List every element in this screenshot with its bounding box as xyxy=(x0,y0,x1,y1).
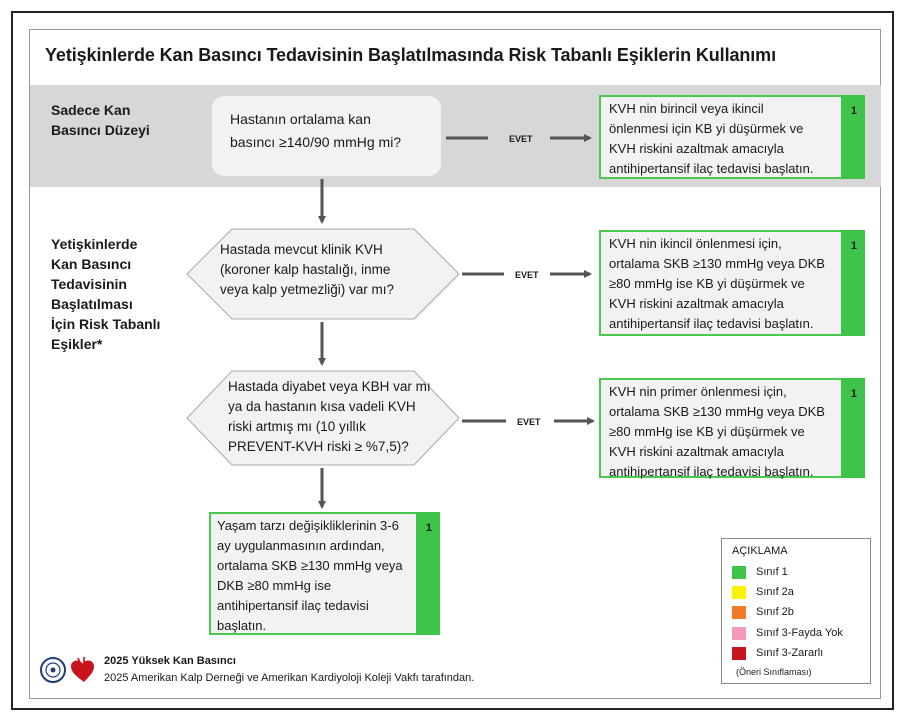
legend-footnote: (Öneri Sınıflaması) xyxy=(736,667,812,677)
legend-swatch xyxy=(732,627,746,640)
class-badge: 1 xyxy=(850,240,857,252)
recommendation-box-4: Yaşam tarzı değişikliklerinin 3-6 ay uyg… xyxy=(209,512,440,635)
hexagon-shape xyxy=(186,370,460,466)
yes-label-3: EVET xyxy=(517,417,541,427)
organization-logos xyxy=(40,657,94,683)
footer-credit: 2025 Amerikan Kalp Derneği ve Amerikan K… xyxy=(104,672,475,684)
yes-label-2: EVET xyxy=(515,270,539,280)
footer-title: 2025 Yüksek Kan Basıncı xyxy=(104,655,236,667)
decision-diabetes-ckd-risk: Hastada diyabet veya KBH var mı ya da ha… xyxy=(186,370,460,466)
class-badge: 1 xyxy=(425,522,432,534)
class-badge: 1 xyxy=(850,388,857,400)
legend-swatch xyxy=(732,586,746,599)
class-1-stripe xyxy=(841,378,865,478)
yes-label-1: EVET xyxy=(509,134,533,144)
class-1-stripe xyxy=(841,95,865,179)
legend-swatch xyxy=(732,647,746,660)
legend: AÇIKLAMA Sınıf 1 Sınıf 2a Sınıf 2b Sınıf… xyxy=(721,538,871,684)
legend-swatch xyxy=(732,566,746,579)
class-1-stripe xyxy=(841,230,865,336)
class-badge: 1 xyxy=(850,105,857,117)
outer-frame xyxy=(11,11,894,710)
page-title: Yetişkinlerde Kan Basıncı Tedavisinin Ba… xyxy=(45,45,776,65)
decision-clinical-cvd: Hastada mevcut klinik KVH (koroner kalp … xyxy=(186,228,460,320)
inner-frame xyxy=(29,29,881,699)
hexagon-shape xyxy=(186,228,460,320)
legend-swatch xyxy=(732,606,746,619)
class-1-stripe xyxy=(416,512,440,635)
section-label-risk-based: Yetişkinlerde Kan Basıncı Tedavisinin Ba… xyxy=(51,236,161,352)
legend-title: AÇIKLAMA xyxy=(732,545,788,557)
aha-heart-icon xyxy=(71,660,94,682)
recommendation-box-3: KVH nin primer önlenmesi için, ortalama … xyxy=(599,378,865,479)
section-label-bp-only: Sadece Kan Basıncı Düzeyi xyxy=(51,102,150,138)
recommendation-box-1: KVH nin birincil veya ikincil önlenmesi … xyxy=(599,95,865,179)
decision-bp-threshold: Hastanın ortalama kan basıncı ≥140/90 mm… xyxy=(212,96,441,176)
recommendation-box-2: KVH nin ikincil önlenmesi için, ortalama… xyxy=(599,230,865,336)
